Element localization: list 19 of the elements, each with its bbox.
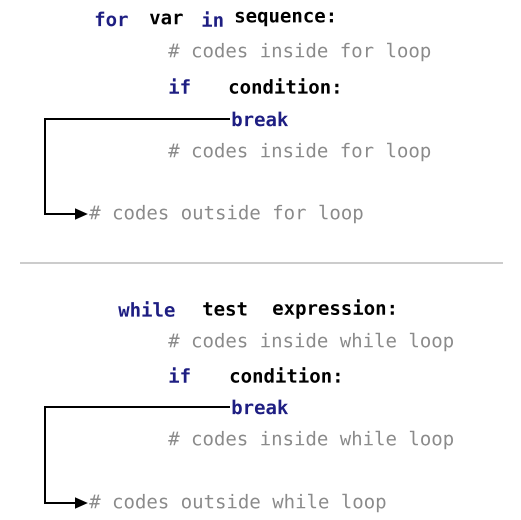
code-keyword: in — [202, 11, 223, 27]
code-keyword: if — [170, 78, 190, 94]
code-keyword: break — [232, 112, 288, 126]
code-keyword: if — [170, 367, 190, 383]
code-keyword: while — [118, 301, 175, 317]
code-comment: # codes outside for loop — [89, 204, 363, 224]
code-text: var — [150, 14, 183, 24]
code-comment: # codes outside while loop — [89, 494, 386, 512]
code-text: test — [203, 302, 246, 316]
code-comment: # codes inside while loop — [168, 332, 453, 352]
code-text: sequence: — [236, 12, 333, 26]
code-comment: # codes inside for loop — [168, 42, 430, 62]
code-text: expression: — [273, 299, 394, 319]
code-comment: # codes inside while loop — [168, 430, 453, 450]
code-text: condition: — [230, 367, 340, 383]
code-keyword: break — [232, 400, 288, 414]
code-text: condition: — [230, 78, 338, 94]
code-comment: # codes inside for loop — [168, 142, 430, 162]
code-keyword: for — [96, 12, 128, 26]
